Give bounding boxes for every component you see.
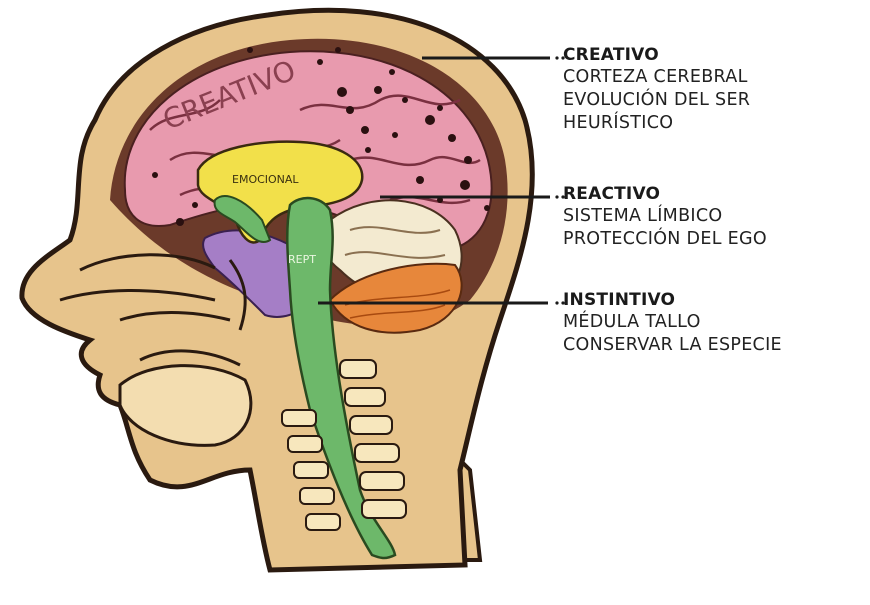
- label-line: PROTECCIÓN DEL EGO: [563, 228, 767, 251]
- label-line: CONSERVAR LA ESPECIE: [563, 334, 782, 357]
- label-creativo: CREATIVO CORTEZA CEREBRAL EVOLUCIÓN DEL …: [563, 44, 750, 135]
- label-title: INSTINTIVO: [563, 289, 782, 311]
- label-title: CREATIVO: [563, 44, 750, 66]
- label-line: HEURÍSTICO: [563, 112, 750, 135]
- label-line: SISTEMA LÍMBICO: [563, 205, 767, 228]
- label-line: EVOLUCIÓN DEL SER: [563, 89, 750, 112]
- label-instintivo: INSTINTIVO MÉDULA TALLO CONSERVAR LA ESP…: [563, 289, 782, 357]
- label-line: MÉDULA TALLO: [563, 311, 782, 334]
- label-line: CORTEZA CEREBRAL: [563, 66, 750, 89]
- label-reactivo: REACTIVO SISTEMA LÍMBICO PROTECCIÓN DEL …: [563, 183, 767, 251]
- limbic-inner-label: EMOCIONAL: [232, 173, 299, 186]
- label-title: REACTIVO: [563, 183, 767, 205]
- stem-inner-label: REPT: [288, 253, 316, 266]
